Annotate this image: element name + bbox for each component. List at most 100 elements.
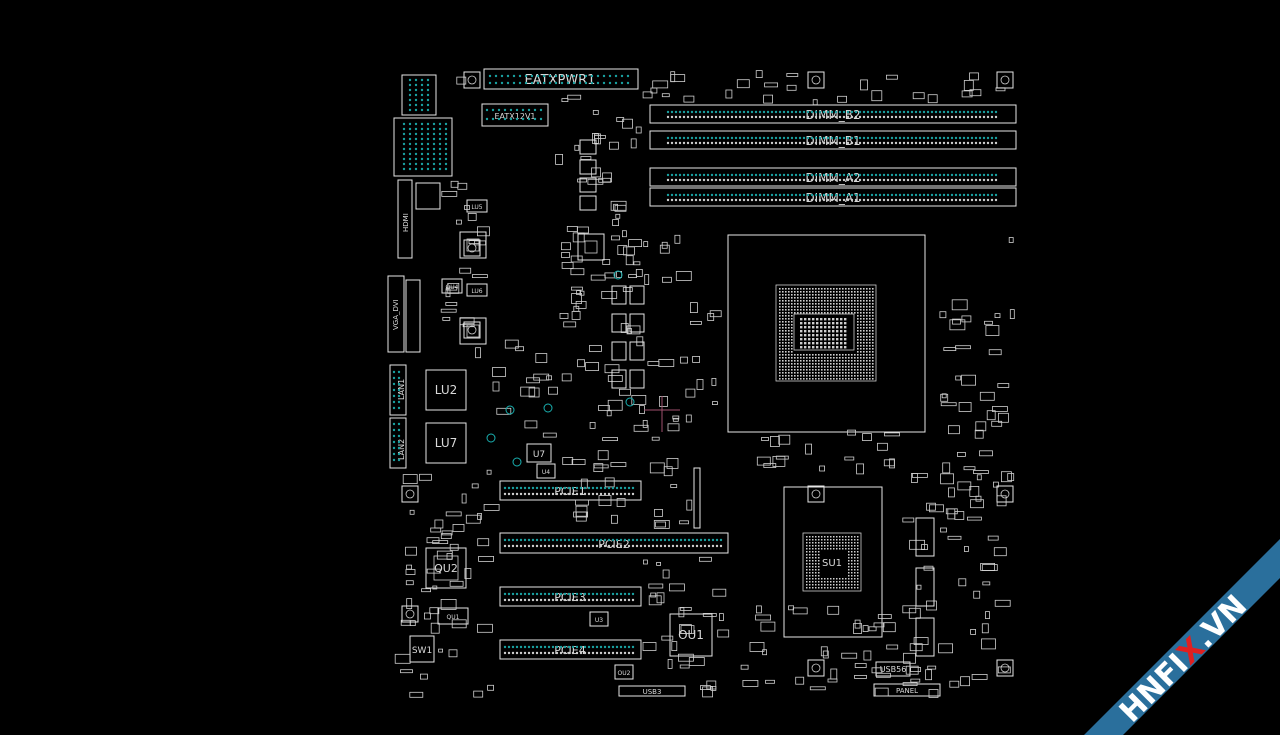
small-component [725, 89, 733, 99]
dimm-pin [702, 136, 706, 140]
lu2-chip[interactable]: LU2 [425, 369, 467, 411]
cpu-pin [791, 306, 793, 308]
qu2-chip[interactable]: QU2 [425, 547, 467, 589]
dimm-pin [698, 193, 702, 197]
dimm-pin [806, 136, 810, 140]
chipset-pin [830, 539, 832, 541]
dimm-pin [942, 198, 946, 202]
u4-chip[interactable]: U4 [536, 463, 556, 479]
chipset-pin [821, 581, 823, 583]
chipset-su1[interactable]: SU1 [783, 486, 883, 638]
cpu-pin [863, 342, 865, 344]
dimm-a2-slot[interactable]: DIMM_A2 [649, 167, 1017, 187]
dimm-pin [986, 198, 990, 202]
cpu-pin [812, 360, 814, 362]
io-pin [438, 167, 442, 171]
pcie-pin [563, 538, 567, 542]
cpu-pin [860, 342, 862, 344]
usb56-header[interactable]: USB56 [875, 661, 911, 677]
lu7-chip[interactable]: LU7 [425, 422, 467, 464]
panel-header[interactable]: PANEL [873, 683, 941, 697]
cpu-pin [857, 321, 859, 323]
cpu-socket[interactable] [727, 234, 926, 433]
dimm-pin [890, 110, 894, 114]
cpu-pin [788, 348, 790, 350]
pcie-pin [715, 544, 719, 548]
pcie-pin [575, 592, 579, 596]
cpu-pin [869, 297, 871, 299]
cpu-pin [830, 372, 832, 374]
dimm-pin [866, 136, 870, 140]
io-pin [408, 132, 412, 136]
cpu-pin [848, 354, 850, 356]
pcie-pin [583, 492, 587, 496]
dimm-pin [934, 173, 938, 177]
dimm-pin [982, 198, 986, 202]
cpu-pin [794, 291, 796, 293]
dimm-pin [910, 198, 914, 202]
cpu-pin [872, 378, 874, 380]
pcie2-slot[interactable]: PCIE2 [499, 532, 729, 554]
pcie1-slot[interactable]: PCIE1 [499, 480, 642, 501]
dimm-a1-slot[interactable]: DIMM_A1 [649, 187, 1017, 207]
dimm-pin [974, 193, 978, 197]
dimm-pin [670, 178, 674, 182]
dimm-pin [806, 141, 810, 145]
eatx12v1-connector[interactable]: EATX12V1 [481, 103, 549, 127]
small-component [679, 520, 689, 525]
dimm-pin [722, 178, 726, 182]
cpu-pin [785, 360, 787, 362]
pcie-pin [511, 538, 515, 542]
vertical-connector [693, 467, 701, 529]
dimm-pin [958, 136, 962, 140]
dimm-pin [846, 173, 850, 177]
cpu-pin [869, 321, 871, 323]
dimm-pin [926, 173, 930, 177]
cpu-pin [782, 303, 784, 305]
eatxpwr1-connector[interactable]: EATXPWR1 [483, 68, 639, 90]
usb3-header[interactable]: USB3 [618, 685, 686, 697]
chipset-pin [824, 542, 826, 544]
dimm-pin [742, 178, 746, 182]
pcie-pin [711, 538, 715, 542]
dimm-pin [778, 110, 782, 114]
pcie4-slot[interactable]: PCIE4 [499, 639, 642, 660]
mounting-hole [405, 609, 415, 619]
pcie3-slot[interactable]: PCIE3 [499, 586, 642, 607]
lan-pin [392, 428, 396, 432]
small-component [908, 607, 921, 619]
lu6-chip[interactable]: LU6 [466, 283, 488, 297]
dimm-pin [890, 141, 894, 145]
cpu-pin [791, 288, 793, 290]
cpu-pin [857, 309, 859, 311]
cpu-pin [866, 294, 868, 296]
qu1-chip[interactable]: QU1 [437, 607, 469, 625]
cpu-pin [833, 300, 835, 302]
chipset-pin [833, 539, 835, 541]
lu5-chip[interactable]: LU5 [466, 199, 488, 213]
small-component [473, 690, 484, 698]
small-component [438, 648, 444, 653]
dimm-b1-slot[interactable]: DIMM_B1 [649, 130, 1017, 150]
dimm-pin [958, 173, 962, 177]
dimm-b2-slot[interactable]: DIMM_B2 [649, 104, 1017, 124]
chipset-pin [830, 584, 832, 586]
round-pad [613, 270, 623, 280]
cpu-pin [800, 360, 802, 362]
pcie-pin [543, 651, 547, 655]
cpu-pin [794, 357, 796, 359]
dimm-pin [898, 178, 902, 182]
sw1-switch[interactable]: SW1 [409, 635, 435, 663]
cpu-pin [866, 339, 868, 341]
cpu-inner-pin [828, 322, 831, 325]
small-component [736, 79, 750, 89]
u3-chip[interactable]: U3 [589, 611, 609, 627]
pcie-pin [527, 598, 531, 602]
dimm-pin [686, 178, 690, 182]
ou1-chip[interactable]: OU1 [669, 613, 713, 657]
u7-chip[interactable]: U7 [526, 443, 552, 463]
pcie-pin [539, 645, 543, 649]
small-component [626, 325, 641, 335]
ou2-chip[interactable]: OU2 [614, 664, 634, 680]
cpu-pin [788, 360, 790, 362]
